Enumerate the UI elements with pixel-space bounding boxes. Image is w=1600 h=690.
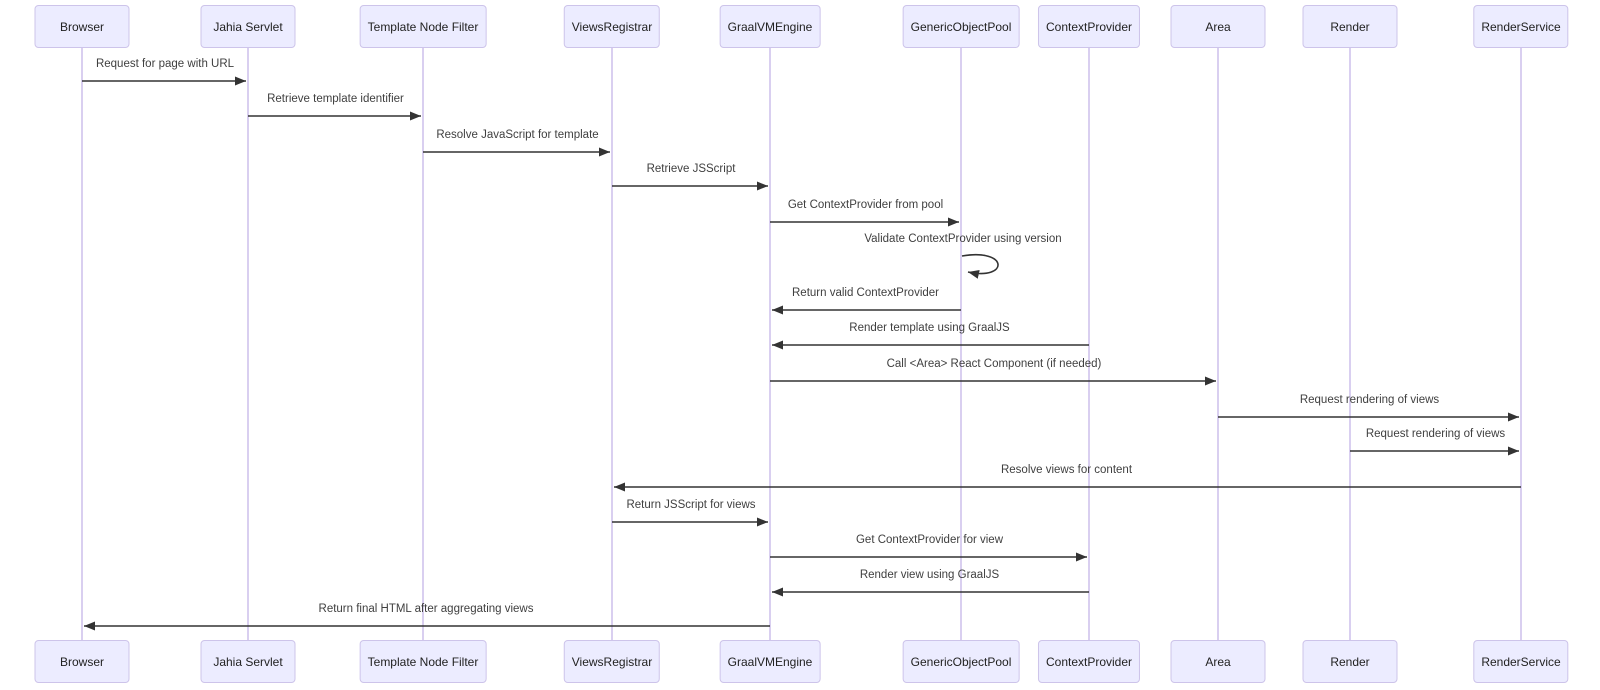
actor-top-jahia-servlet: Jahia Servlet [200, 5, 296, 48]
actor-top-render: Render [1302, 5, 1398, 48]
actor-bottom-area: Area [1170, 640, 1266, 683]
lifeline-browser [81, 48, 83, 640]
lifeline-generic-object-pool [960, 48, 962, 640]
actor-label: GenericObjectPool [910, 654, 1012, 669]
message-label: Return final HTML after aggregating view… [318, 603, 534, 615]
actor-label: Area [1205, 19, 1231, 34]
actor-top-generic-object-pool: GenericObjectPool [902, 5, 1020, 48]
actor-label: Jahia Servlet [213, 654, 283, 669]
message-label: Get ContextProvider for view [855, 534, 1004, 546]
lifeline-graalvm-engine [769, 48, 771, 640]
actor-bottom-graalvm-engine: GraalVMEngine [719, 640, 821, 683]
lifeline-area [1217, 48, 1219, 640]
actor-bottom-views-registrar: ViewsRegistrar [563, 640, 661, 683]
actor-label: GraalVMEngine [727, 19, 813, 34]
actor-bottom-generic-object-pool: GenericObjectPool [902, 640, 1020, 683]
message-label: Return valid ContextProvider [791, 287, 940, 299]
actor-label: ViewsRegistrar [571, 19, 653, 34]
actor-label: Area [1205, 654, 1231, 669]
message-label: Resolve JavaScript for template [436, 129, 599, 141]
lifeline-render [1349, 48, 1351, 640]
message-label: Call <Area> React Component (if needed) [886, 358, 1102, 370]
actor-label: Template Node Filter [367, 19, 479, 34]
message-label: Validate ContextProvider using version [864, 233, 1062, 245]
message-label: Request rendering of views [1365, 428, 1506, 440]
actor-bottom-jahia-servlet: Jahia Servlet [200, 640, 296, 683]
actor-label: ViewsRegistrar [571, 654, 653, 669]
actor-top-area: Area [1170, 5, 1266, 48]
actor-label: Browser [59, 654, 104, 669]
actor-bottom-context-provider: ContextProvider [1037, 640, 1141, 683]
actor-label: RenderService [1481, 19, 1561, 34]
actor-label: Browser [59, 19, 104, 34]
actor-top-render-service: RenderService [1473, 5, 1569, 48]
message-label: Render view using GraalJS [859, 569, 1000, 581]
actor-label: ContextProvider [1045, 19, 1133, 34]
actor-top-template-node-filter: Template Node Filter [359, 5, 487, 48]
lifeline-context-provider [1088, 48, 1090, 640]
actor-bottom-template-node-filter: Template Node Filter [359, 640, 487, 683]
lifeline-views-registrar [611, 48, 613, 640]
actor-bottom-render: Render [1302, 640, 1398, 683]
actor-top-views-registrar: ViewsRegistrar [563, 5, 661, 48]
actor-top-browser: Browser [34, 5, 130, 48]
actor-top-context-provider: ContextProvider [1037, 5, 1141, 48]
message-label: Request rendering of views [1299, 394, 1440, 406]
message-label: Get ContextProvider from pool [787, 199, 944, 211]
actor-bottom-render-service: RenderService [1473, 640, 1569, 683]
self-message-arrow [961, 254, 999, 279]
actor-label: GraalVMEngine [727, 654, 813, 669]
actor-label: Template Node Filter [367, 654, 479, 669]
message-label: Return JSScript for views [626, 499, 756, 511]
actor-bottom-browser: Browser [34, 640, 130, 683]
actor-label: GenericObjectPool [910, 19, 1012, 34]
lifeline-render-service [1520, 48, 1522, 640]
actor-label: Jahia Servlet [213, 19, 283, 34]
actor-top-graalvm-engine: GraalVMEngine [719, 5, 821, 48]
message-label: Render template using GraalJS [849, 322, 1010, 334]
actor-label: Render [1330, 19, 1370, 34]
actor-label: RenderService [1481, 654, 1561, 669]
message-label: Retrieve JSScript [646, 163, 736, 175]
message-label: Request for page with URL [95, 58, 235, 70]
message-label: Resolve views for content [1000, 464, 1133, 476]
lifeline-template-node-filter [422, 48, 424, 640]
actor-label: ContextProvider [1045, 654, 1133, 669]
actor-label: Render [1330, 654, 1370, 669]
lifeline-jahia-servlet [247, 48, 249, 640]
message-label: Retrieve template identifier [267, 93, 404, 105]
